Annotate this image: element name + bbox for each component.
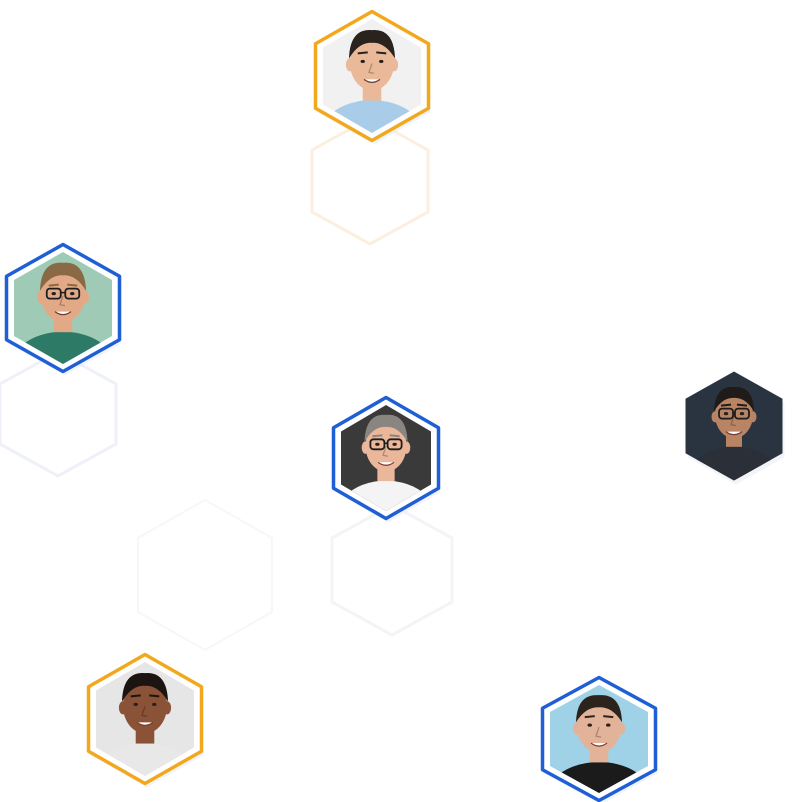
avatar-hexagon [5, 243, 121, 373]
eye [606, 723, 610, 726]
avatar-hex-1[interactable] [314, 10, 430, 142]
eye [134, 703, 138, 706]
brow [131, 695, 141, 696]
avatar-hex-4[interactable] [684, 370, 784, 482]
avatar-hexagon [684, 370, 784, 482]
eye [724, 412, 728, 415]
brow [603, 716, 613, 717]
avatar-hexagon [332, 396, 440, 520]
avatar-hex-2[interactable] [5, 243, 121, 373]
avatar-hex-5[interactable] [87, 653, 203, 785]
avatar-hexagon [541, 676, 657, 802]
brow [372, 435, 382, 436]
brow [721, 405, 731, 406]
brow [376, 52, 386, 53]
brow [585, 716, 595, 717]
eye [740, 412, 744, 415]
eye [152, 703, 156, 706]
eye [375, 443, 379, 446]
ghost-hex [138, 500, 272, 650]
eye [379, 60, 383, 63]
avatar-hexagon [87, 653, 203, 785]
brow [49, 285, 59, 286]
ghost-hex [332, 505, 452, 635]
eye [361, 60, 365, 63]
brow [358, 52, 368, 53]
avatar-hex-6[interactable] [541, 676, 657, 802]
eye [588, 723, 592, 726]
brow [737, 405, 747, 406]
brow [67, 285, 77, 286]
brow [390, 435, 400, 436]
avatar-hex-3[interactable] [332, 396, 440, 520]
eye [70, 292, 74, 295]
eye [392, 443, 396, 446]
brow [149, 695, 159, 696]
eye [52, 292, 56, 295]
avatar-hexagon [314, 10, 430, 142]
